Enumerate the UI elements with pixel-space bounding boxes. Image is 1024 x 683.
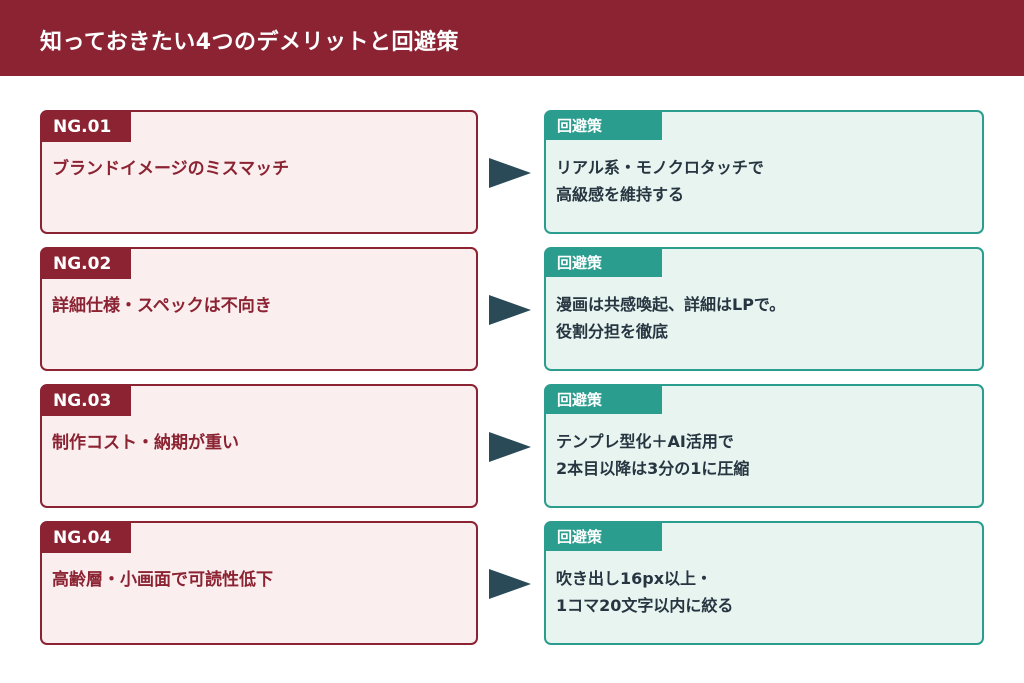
fix-text: テンプレ型化＋AI活用で 2本目以降は3分の1に圧縮 [556,428,749,482]
fix-label: 回避策 [546,112,662,140]
ng-label: NG.04 [42,523,131,553]
fix-label: 回避策 [546,386,662,414]
fix-card: 回避策 吹き出し16px以上・ 1コマ20文字以内に絞る [544,521,984,645]
arrow-right-icon [489,432,531,462]
fix-label: 回避策 [546,249,662,277]
ng-card: NG.02 詳細仕様・スペックは不向き [40,247,478,371]
demerit-row: NG.04 高齢層・小画面で可読性低下 回避策 吹き出し16px以上・ 1コマ2… [0,521,1024,647]
fix-text: 吹き出し16px以上・ 1コマ20文字以内に絞る [556,565,733,619]
ng-text: 詳細仕様・スペックは不向き [52,296,272,316]
arrow-right-icon [489,158,531,188]
fix-line: 漫画は共感喚起、詳細はLPで。 [556,295,786,314]
ng-text: 高齢層・小画面で可読性低下 [52,570,273,590]
fix-line: 高級感を維持する [556,185,685,204]
fix-line: 役割分担を徹底 [556,322,669,341]
header-banner: 知っておきたい4つのデメリットと回避策 [0,0,1024,76]
fix-card: 回避策 テンプレ型化＋AI活用で 2本目以降は3分の1に圧縮 [544,384,984,508]
fix-line: テンプレ型化＋AI活用で [556,432,734,451]
ng-label: NG.03 [42,386,131,416]
ng-card: NG.04 高齢層・小画面で可読性低下 [40,521,478,645]
arrow-right-icon [489,569,531,599]
ng-label: NG.02 [42,249,131,279]
fix-line: 1コマ20文字以内に絞る [556,596,734,615]
ng-label: NG.01 [42,112,131,142]
fix-text: リアル系・モノクロタッチで 高級感を維持する [556,154,764,208]
fix-line: 吹き出し16px以上・ [556,569,713,588]
fix-line: 2本目以降は3分の1に圧縮 [556,459,750,478]
demerit-row: NG.03 制作コスト・納期が重い 回避策 テンプレ型化＋AI活用で 2本目以降… [0,384,1024,510]
ng-card: NG.03 制作コスト・納期が重い [40,384,478,508]
ng-text: 制作コスト・納期が重い [52,433,239,453]
demerit-row: NG.01 ブランドイメージのミスマッチ 回避策 リアル系・モノクロタッチで 高… [0,110,1024,236]
demerit-row: NG.02 詳細仕様・スペックは不向き 回避策 漫画は共感喚起、詳細はLPで。 … [0,247,1024,373]
ng-card: NG.01 ブランドイメージのミスマッチ [40,110,478,234]
fix-line: リアル系・モノクロタッチで [556,158,764,177]
fix-card: 回避策 漫画は共感喚起、詳細はLPで。 役割分担を徹底 [544,247,984,371]
fix-label: 回避策 [546,523,662,551]
arrow-right-icon [489,295,531,325]
page-title: 知っておきたい4つのデメリットと回避策 [40,30,460,55]
fix-text: 漫画は共感喚起、詳細はLPで。 役割分担を徹底 [556,291,785,345]
ng-text: ブランドイメージのミスマッチ [52,159,290,179]
fix-card: 回避策 リアル系・モノクロタッチで 高級感を維持する [544,110,984,234]
